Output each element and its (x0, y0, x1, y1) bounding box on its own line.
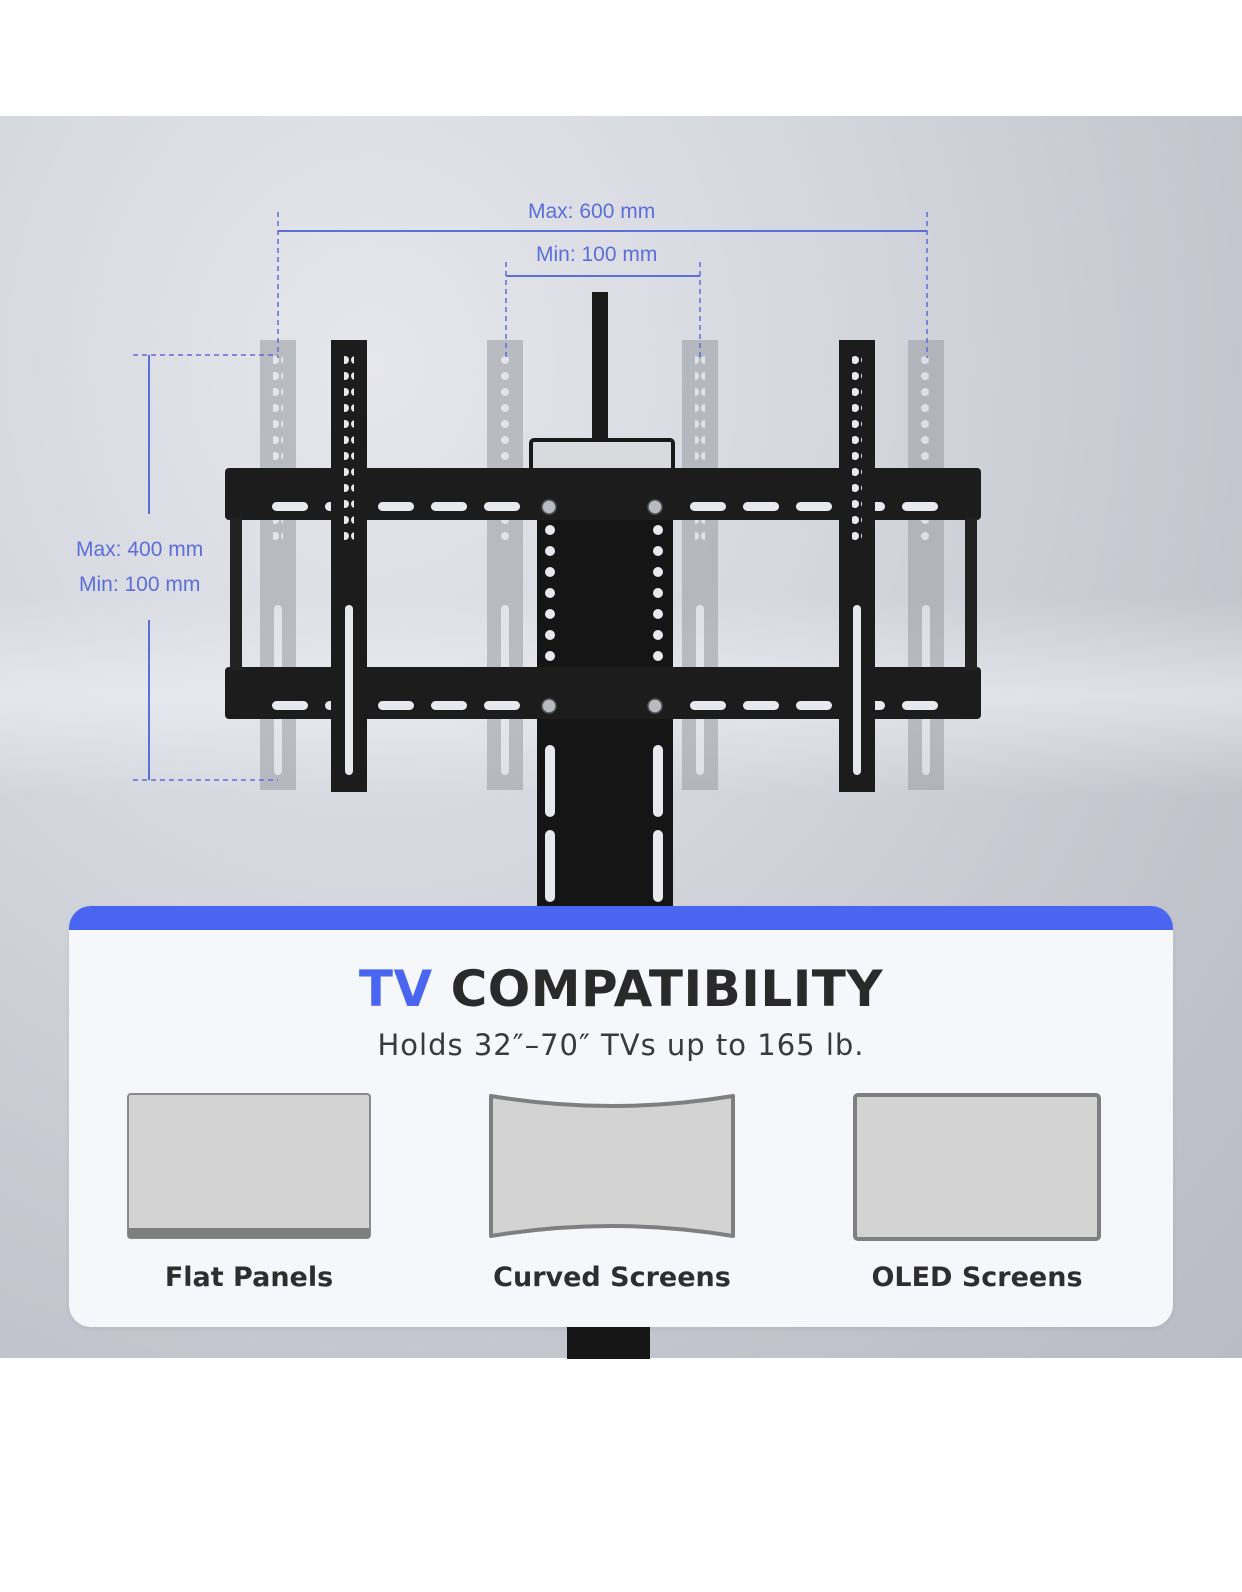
card-subtitle: Holds 32″–70″ TVs up to 165 lb. (377, 1028, 865, 1062)
oled-screen-tv-icon (853, 1093, 1101, 1241)
type-oled-screens: OLED Screens (852, 1092, 1102, 1302)
vertical-min-label: Min: 100 mm (79, 573, 201, 596)
type-label: Curved Screens (493, 1262, 731, 1293)
flat-panel-tv-icon (127, 1093, 371, 1239)
vertical-max-label: Max: 400 mm (76, 538, 204, 561)
type-flat-panels: Flat Panels (126, 1092, 372, 1302)
horizontal-rails (225, 468, 981, 719)
vertical-brackets (331, 340, 875, 792)
type-label: OLED Screens (871, 1262, 1083, 1293)
type-curved-screens: Curved Screens (487, 1092, 737, 1302)
horizontal-min-label: Min: 100 mm (536, 243, 658, 266)
horizontal-max-label: Max: 600 mm (528, 200, 656, 223)
card-accent-bar (69, 906, 1173, 930)
tv-mount-illustration (133, 212, 981, 906)
card-title: TV COMPATIBILITY (69, 960, 1173, 1018)
title-rest: COMPATIBILITY (450, 960, 884, 1018)
title-accent: TV (358, 960, 433, 1018)
dimension-lines (133, 212, 928, 781)
compatibility-card: TV COMPATIBILITY Holds 32″–70″ TVs up to… (69, 906, 1173, 1327)
stand-post-bottom (567, 1327, 650, 1359)
type-label: Flat Panels (164, 1262, 334, 1293)
curved-screen-tv-icon (489, 1094, 735, 1238)
